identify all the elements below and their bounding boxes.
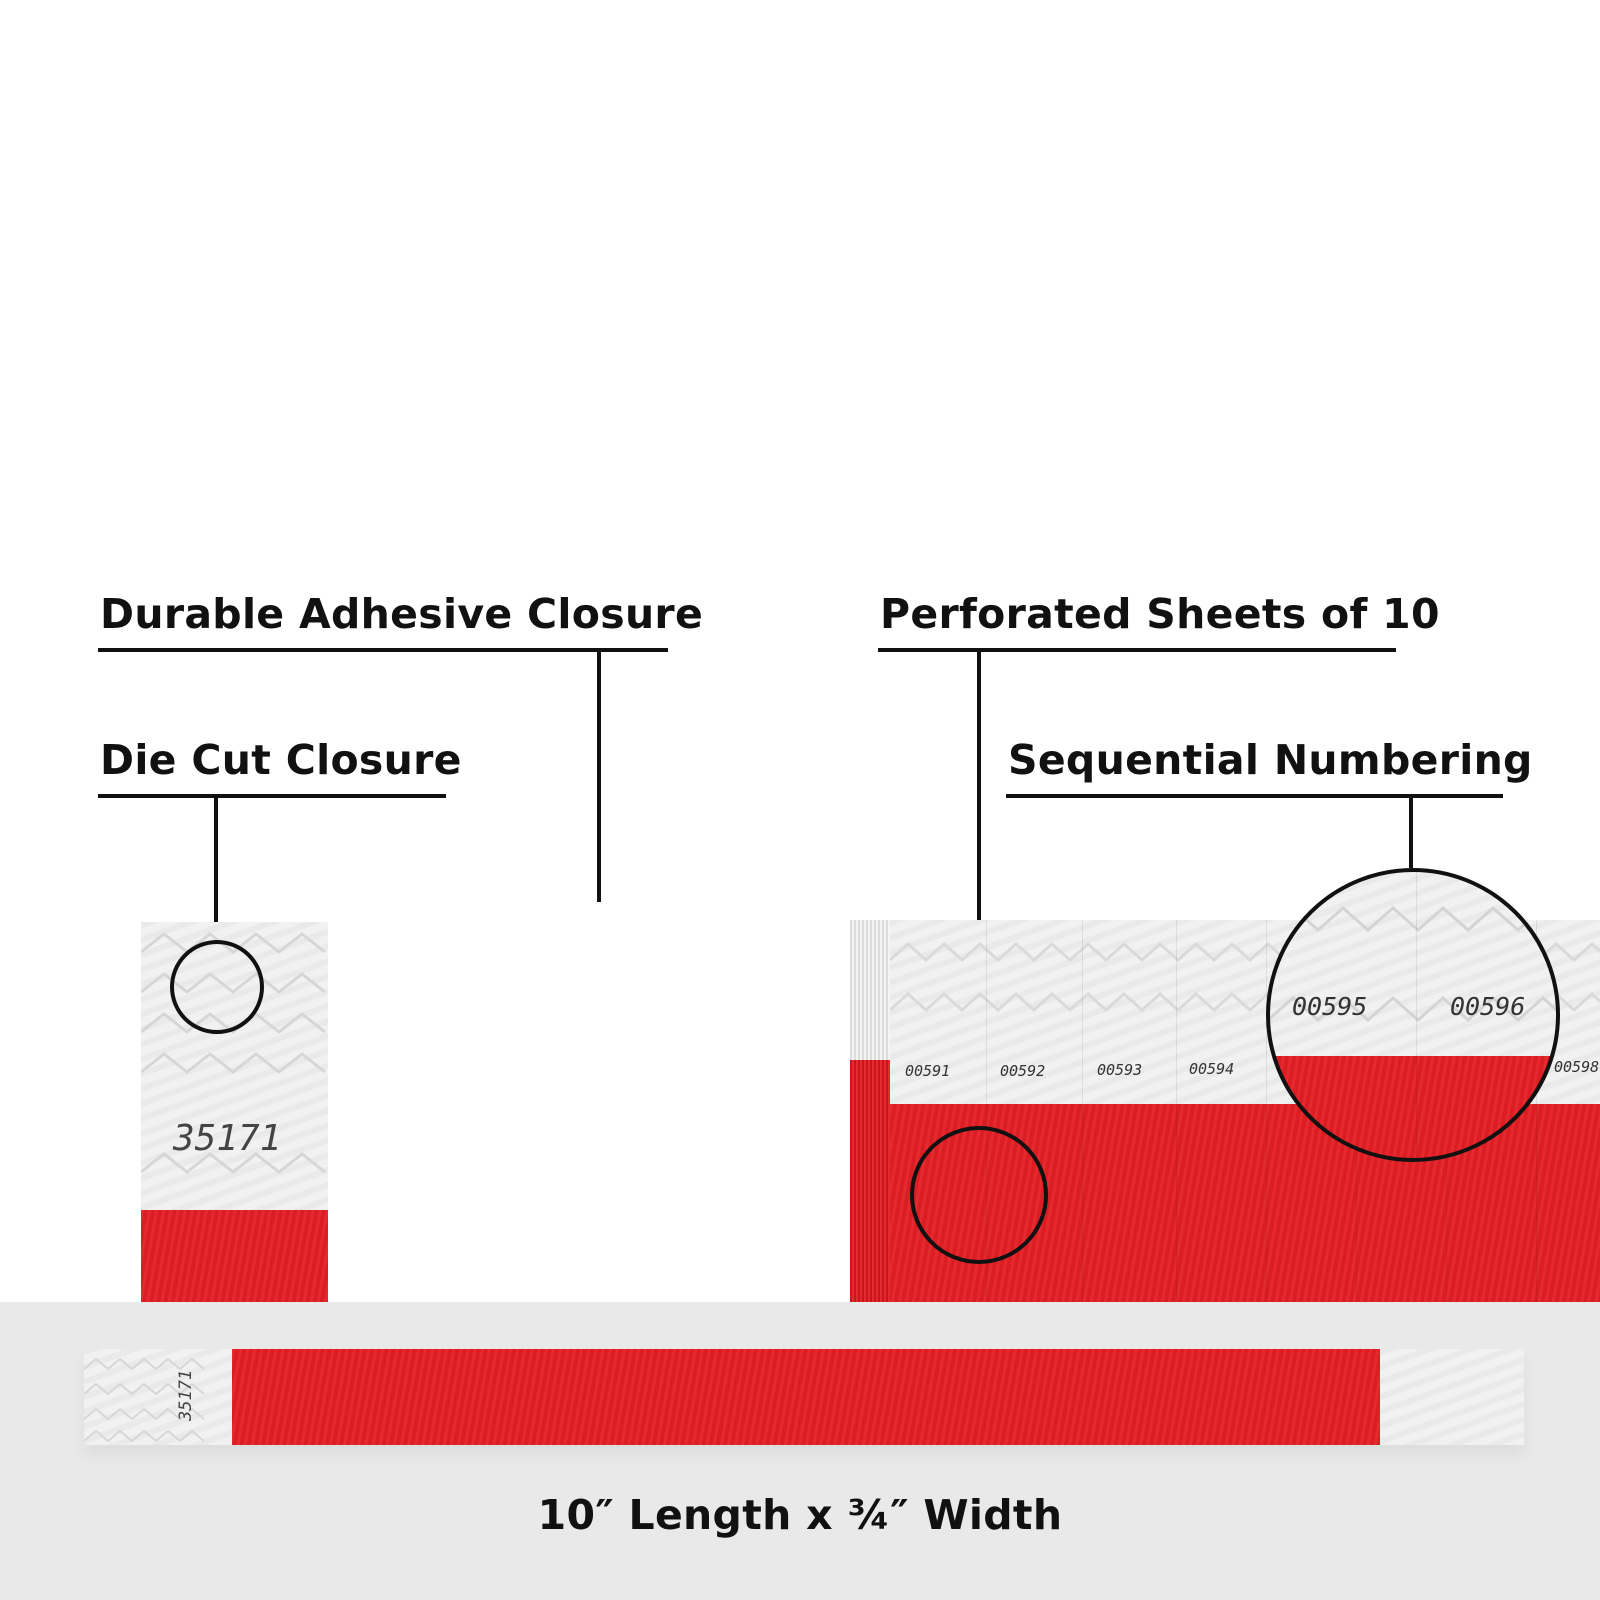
callout-underline [98,648,668,652]
flat-wristband-serial-number: 35171 [176,1369,196,1421]
perforation-line [986,920,987,1302]
sheet-serial-number: 00594 [1189,1060,1235,1078]
flat-wristband: 35171 [84,1349,1524,1445]
perforation-line [1176,920,1177,1302]
perforation-line [1266,920,1267,1302]
callout-perforated-sheets: Perforated Sheets of 10 [880,590,1440,638]
wristband-red-strap [141,1210,328,1302]
callout-underline [98,794,446,798]
flat-wristband-tab: 35171 [84,1349,232,1445]
callout-leader-line [597,650,601,902]
floor-background [0,1302,1600,1600]
callout-sequential-numbering: Sequential Numbering [1008,736,1533,784]
callout-underline [1006,794,1503,798]
sheet-serial-number: 00591 [905,1062,951,1080]
flat-wave-pattern [84,1357,205,1443]
callout-leader-line [977,650,981,1128]
sheet-stack-edge-red [850,1060,890,1302]
magnifier-ring [1266,868,1560,1162]
wristband-serial-number: 35171 [173,1118,282,1159]
perforation-line [1082,920,1083,1302]
callout-leader-line [1409,796,1413,868]
flat-wristband-end [1380,1349,1524,1445]
sheet-serial-number: 00592 [1000,1062,1046,1080]
callout-durable-adhesive-closure: Durable Adhesive Closure [100,590,704,638]
flat-wristband-red-strap [232,1349,1380,1445]
callout-leader-line [214,796,218,940]
sheet-serial-number: 00598 [1554,1058,1600,1076]
dimensions-caption: 10″ Length x ¾″ Width [537,1491,1063,1539]
sheet-serial-number: 00593 [1097,1061,1143,1079]
callout-underline [878,648,1396,652]
zoom-circle-die-cut [170,940,264,1034]
callout-die-cut-closure: Die Cut Closure [100,736,462,784]
zoom-circle-perforation [910,1126,1048,1264]
